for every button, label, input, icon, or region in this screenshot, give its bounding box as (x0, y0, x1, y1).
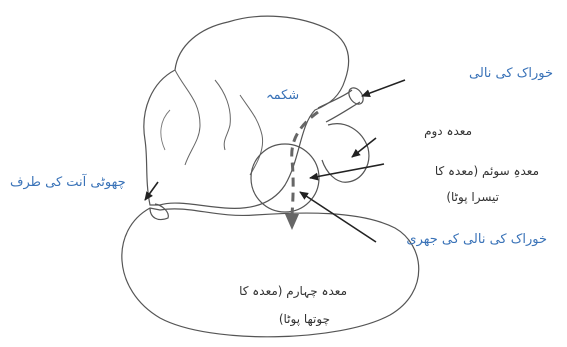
small-intestine-label: چھوٹی آنت کی طرف (10, 175, 126, 191)
omasum-label-line2: تیسرا پوٹا) (446, 190, 499, 205)
rumen-fold-4 (161, 110, 170, 150)
abomasum-label-line1: معدہ چہارم (معدہ کا (239, 284, 347, 299)
intestine-stub (150, 204, 168, 220)
esophageal-groove-label: خوراک کی نالی کی جھری (406, 232, 547, 248)
reticulum-label: معدہ دوم (424, 124, 472, 139)
rumen-label: شکمہ (266, 88, 299, 104)
omasum-arrow (310, 164, 384, 178)
rumen-fold-3 (240, 95, 263, 175)
groove-arrow (300, 192, 376, 242)
esophagus-arrow (362, 80, 405, 96)
reticulum-outline (322, 124, 369, 183)
abomasum-label-line2: چوتھا پوٹا) (279, 312, 330, 327)
rumen-fold-1 (175, 70, 200, 165)
reticulum-arrow (352, 138, 376, 157)
groove-arrowhead (285, 214, 299, 230)
omasum-outline (251, 144, 319, 212)
rumen-fold-2 (215, 80, 230, 150)
abomasum-outline (122, 208, 419, 337)
omasum-label-line1: معدہِ سوئم (معدہ کا (435, 164, 539, 179)
esophagus-label: خوراک کی نالی (469, 66, 553, 82)
